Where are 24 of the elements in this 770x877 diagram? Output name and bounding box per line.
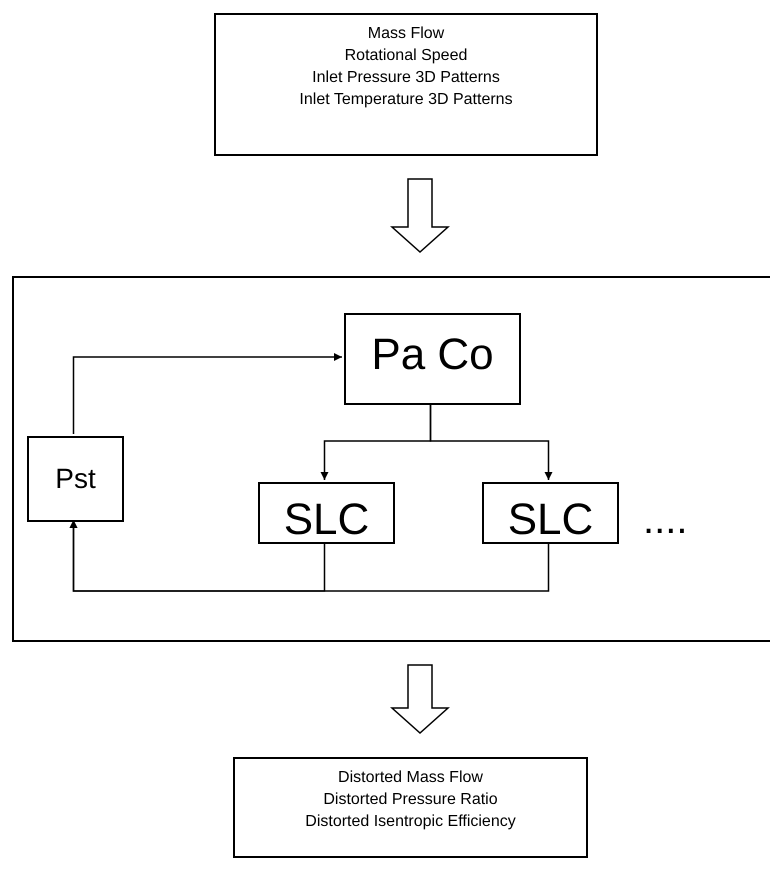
node-text: Mass Flow — [368, 24, 444, 44]
arrow — [70, 520, 550, 592]
node-text: Distorted Pressure Ratio — [323, 790, 498, 810]
process-box — [258, 482, 395, 544]
process-box — [344, 313, 521, 405]
process-box — [482, 482, 619, 544]
input-box — [214, 13, 598, 156]
node-text: Pa Co — [371, 333, 494, 377]
node-text: Inlet Pressure 3D Patterns — [312, 68, 500, 88]
node-text: Inlet Temperature 3D Patterns — [299, 90, 513, 110]
arrow — [430, 403, 552, 480]
output-box — [233, 757, 588, 858]
node-text: Distorted Mass Flow — [338, 768, 483, 788]
process-frame — [12, 276, 770, 642]
block-arrow — [390, 664, 450, 734]
ellipsis-label: .... — [643, 500, 688, 540]
node-text: SLC — [284, 498, 370, 542]
node-text: Pst — [55, 465, 96, 493]
arrow — [72, 353, 342, 434]
node-text: SLC — [508, 498, 594, 542]
block-arrow — [390, 178, 450, 253]
node-text: Rotational Speed — [344, 46, 468, 66]
node-text: Distorted Isentropic Efficiency — [305, 812, 516, 832]
process-box — [27, 436, 124, 522]
